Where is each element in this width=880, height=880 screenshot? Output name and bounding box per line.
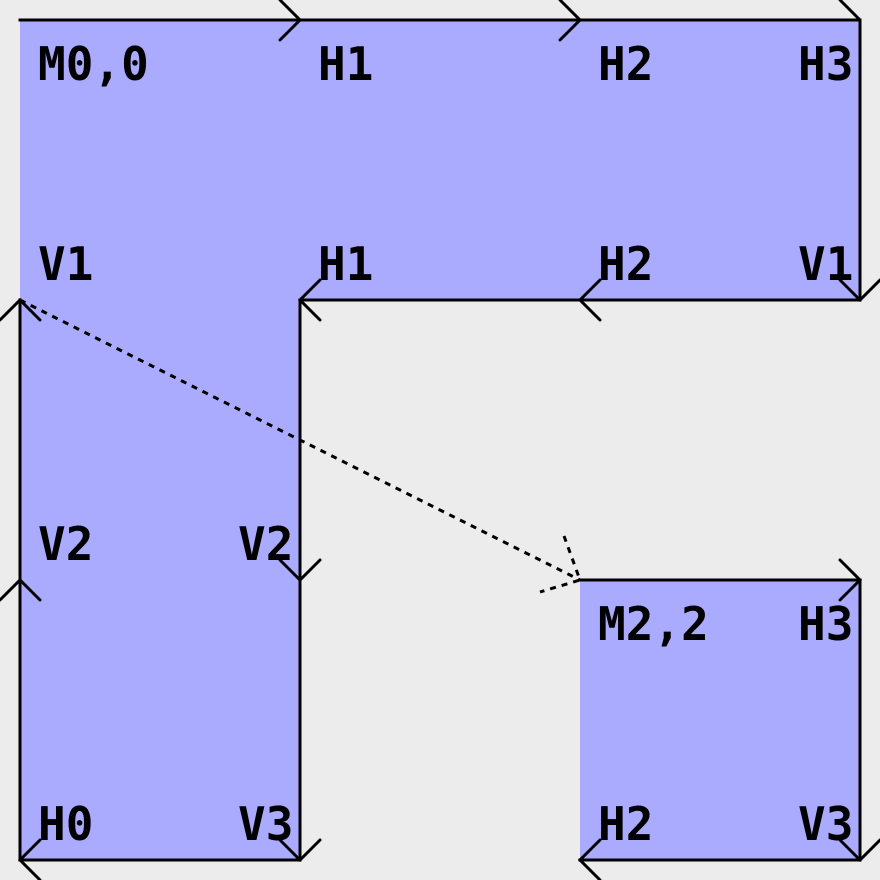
arrow-left-icon: [577, 838, 602, 880]
move-arrow: [19, 298, 582, 594]
label-h2-mid: H2: [598, 237, 653, 291]
move-arrowhead-icon: [539, 535, 582, 594]
label-h1-mid: H1: [318, 237, 373, 291]
arrow-right-icon: [838, 558, 863, 602]
label-h0: H0: [38, 797, 93, 851]
label-v3-shape2: V3: [798, 797, 853, 851]
label-h2-shape2: H2: [598, 797, 653, 851]
label-h2-top: H2: [598, 37, 653, 91]
label-h1-top: H1: [318, 37, 373, 91]
arrow-left-icon: [297, 278, 322, 322]
label-m0-0: M0,0: [38, 37, 149, 91]
arrow-left-icon: [577, 278, 602, 322]
move-line: [19, 298, 581, 582]
label-v2-left: V2: [38, 517, 93, 571]
shape-1-fill: [20, 20, 860, 860]
arrow-up-icon: [0, 577, 42, 602]
arrow-right-icon: [838, 0, 862, 22]
label-h3-shape2: H3: [798, 597, 853, 651]
arrow-down-icon: [278, 838, 322, 863]
label-v1-right: V1: [798, 237, 853, 291]
arrow-down-icon: [838, 838, 880, 863]
label-v2-inner: V2: [238, 517, 293, 571]
arrow-left-icon: [17, 838, 42, 880]
shape-2-edges: [578, 578, 862, 862]
label-m2-2: M2,2: [598, 597, 709, 651]
label-v1-left: V1: [38, 237, 93, 291]
arrow-right-icon: [278, 0, 303, 42]
shape-2-fill: [580, 580, 860, 860]
arrow-down-icon: [838, 278, 880, 303]
arrow-right-icon: [558, 0, 583, 42]
label-v3-shape1: V3: [238, 797, 293, 851]
label-h3-top: H3: [798, 37, 853, 91]
arrow-down-icon: [278, 558, 322, 583]
